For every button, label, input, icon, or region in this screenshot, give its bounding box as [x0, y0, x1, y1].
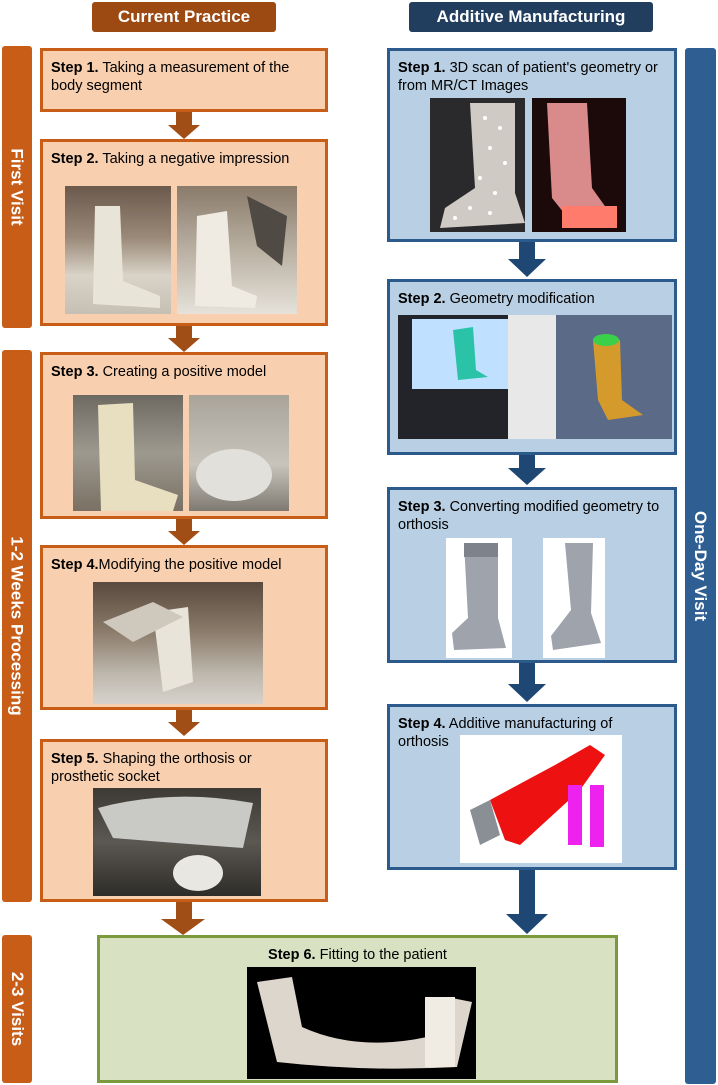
current-step-2: Step 2. Taking a negative impression [40, 139, 328, 326]
current-step-2-text: Step 2. Taking a negative impression [51, 151, 290, 167]
visits-label: 2-3 Visits [2, 935, 32, 1083]
3d-scan-photo-2 [532, 98, 626, 232]
current-arrow-4-shaft [176, 710, 192, 723]
additive-step-4-text: Step 4. Additive manufacturing of orthos… [398, 716, 613, 750]
current-arrow-5-head [161, 919, 205, 935]
additive-step-3: Step 3. Converting modified geometry to … [387, 487, 677, 663]
current-practice-header: Current Practice [92, 2, 276, 32]
current-step-1-text: Step 1. Taking a measurement of the body… [51, 60, 290, 94]
final-step-6-text: Step 6. Fitting to the patient [268, 947, 447, 963]
additive-manufacturing-render [460, 735, 622, 863]
current-step-3-text: Step 3. Creating a positive model [51, 364, 267, 380]
current-arrow-5-shaft [176, 902, 192, 920]
additive-step-2-text: Step 2. Geometry modification [398, 291, 595, 307]
additive-arrow-4-shaft [519, 870, 535, 915]
current-arrow-2-head [168, 338, 200, 352]
current-step-5-text: Step 5. Shaping the orthosis or prosthet… [51, 751, 252, 785]
current-step-4: Step 4.Modifying the positive model [40, 545, 328, 710]
additive-arrow-4-head [506, 914, 548, 934]
3d-scan-photo-1 [430, 98, 525, 232]
current-step-4-text: Step 4.Modifying the positive model [51, 557, 282, 573]
current-arrow-3-shaft [176, 519, 192, 532]
additive-arrow-2-head [508, 468, 546, 485]
shaping-orthosis-photo [93, 788, 261, 896]
current-arrow-2-shaft [176, 326, 192, 339]
additive-arrow-3-head [508, 684, 546, 702]
additive-manufacturing-header: Additive Manufacturing [409, 2, 653, 32]
additive-step-1-text: Step 1. 3D scan of patient's geometry or… [398, 60, 658, 94]
current-arrow-1-head [168, 125, 200, 139]
additive-arrow-1-head [508, 259, 546, 277]
fitting-orthosis-photo [247, 967, 476, 1079]
additive-step-2: Step 2. Geometry modification [387, 279, 677, 455]
first-visit-label: First Visit [2, 46, 32, 328]
current-arrow-4-head [168, 722, 200, 736]
current-arrow-1-shaft [176, 112, 192, 126]
negative-impression-photo-2 [177, 186, 297, 314]
processing-label: 1-2 Weeks Processing [2, 350, 32, 902]
additive-step-3-text: Step 3. Converting modified geometry to … [398, 499, 660, 533]
additive-step-1: Step 1. 3D scan of patient's geometry or… [387, 48, 677, 242]
current-arrow-3-head [168, 531, 200, 545]
positive-model-photo-1 [73, 395, 183, 511]
current-step-1: Step 1. Taking a measurement of the body… [40, 48, 328, 112]
positive-model-photo-2 [189, 395, 289, 511]
orthosis-model-side [543, 538, 605, 658]
current-step-3: Step 3. Creating a positive model [40, 352, 328, 519]
modifying-model-photo [93, 582, 263, 704]
additive-arrow-3-shaft [519, 663, 535, 685]
orthosis-model-front [446, 538, 512, 658]
current-step-5: Step 5. Shaping the orthosis or prosthet… [40, 739, 328, 902]
geometry-modification-screenshot [398, 315, 672, 439]
additive-arrow-2-shaft [519, 455, 535, 469]
final-step-6: Step 6. Fitting to the patient [97, 935, 618, 1083]
negative-impression-photo-1 [65, 186, 171, 314]
additive-arrow-1-shaft [519, 242, 535, 260]
additive-step-4: Step 4. Additive manufacturing of orthos… [387, 704, 677, 870]
one-day-visit-label: One-Day Visit [685, 48, 716, 1084]
